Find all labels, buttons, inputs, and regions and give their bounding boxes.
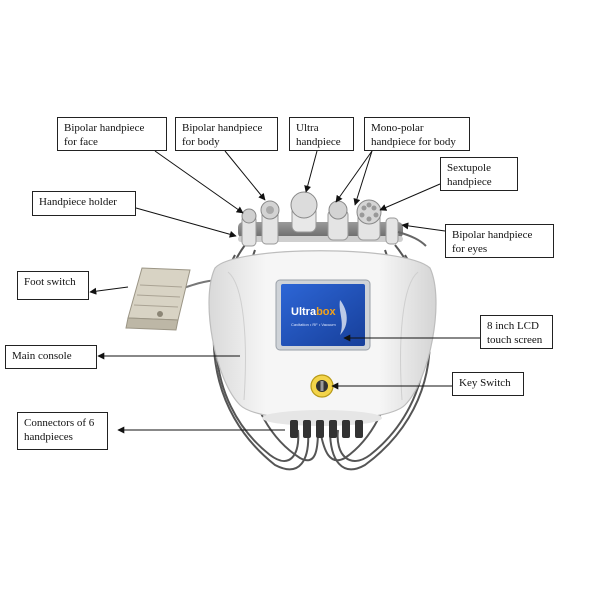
label-main-console: Main console [5, 345, 97, 369]
label-foot-switch: Foot switch [17, 271, 89, 300]
foot-switch [125, 267, 191, 331]
leader-lines [89, 150, 480, 434]
key-switch [310, 374, 334, 398]
connectors [290, 420, 363, 438]
label-bipolar-face: Bipolar handpiece for face [57, 117, 167, 151]
label-handpiece-holder: Handpiece holder [32, 191, 136, 216]
handpieces [241, 191, 427, 247]
label-connectors: Connectors of 6 handpieces [17, 412, 108, 450]
label-ultra-handpiece: Ultra handpiece [289, 117, 354, 151]
brand-part-2: box [316, 306, 336, 318]
label-bipolar-eyes: Bipolar handpiece for eyes [445, 224, 554, 258]
lcd-screen [275, 279, 371, 351]
label-key-switch: Key Switch [452, 372, 524, 396]
brand-part-1: Ultra [291, 306, 317, 318]
screen-brand: Ultrabox [291, 306, 336, 318]
label-lcd-screen: 8 inch LCD touch screen [480, 315, 553, 349]
screen-tagline: Cavitation • RF • Vacuum [291, 322, 336, 327]
label-monopolar-body: Mono-polar handpiece for body [364, 117, 470, 151]
label-sextupole: Sextupole handpiece [440, 157, 518, 191]
label-bipolar-body: Bipolar handpiece for body [175, 117, 278, 151]
